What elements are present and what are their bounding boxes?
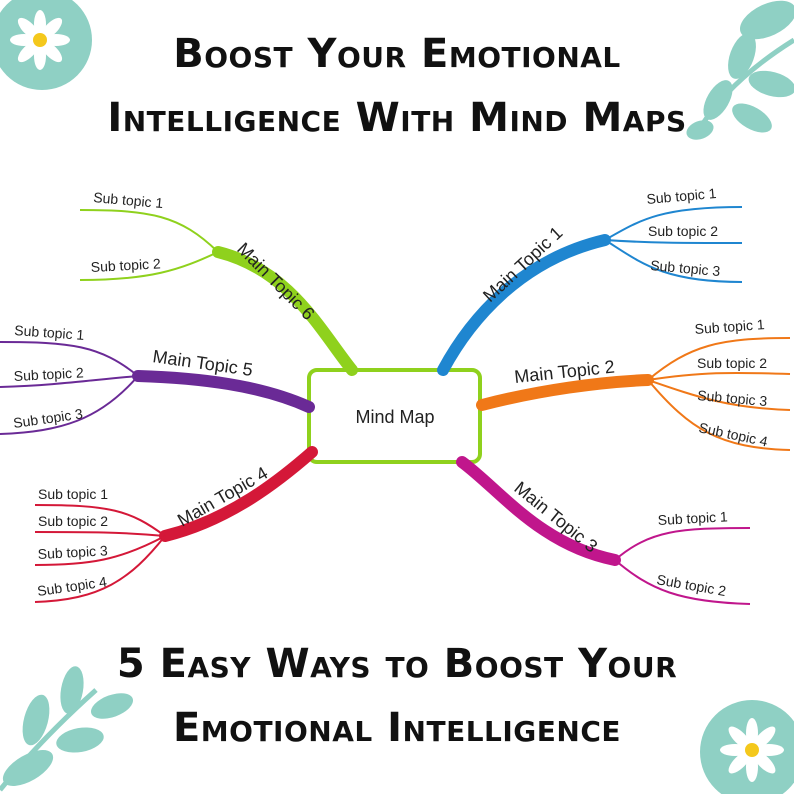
- topic-2-branch: Main Topic 2 Sub topic 1 Sub topic 2 Sub…: [476, 316, 791, 451]
- topic-2-sub-4-line: [647, 379, 791, 451]
- topic-5-sub-1-label: Sub topic 1: [14, 322, 85, 343]
- topic-1-branch-line: [437, 234, 611, 376]
- header-title: Boost Your Emotional Intelligence With M…: [0, 22, 794, 150]
- topic-6-sub-2-line: [79, 251, 219, 281]
- topic-5-sub-3-line: [0, 375, 139, 435]
- header-title-line-1: Boost Your Emotional: [173, 31, 621, 77]
- topic-3-sub-2-label: Sub topic 2: [655, 571, 727, 599]
- leaf-branch-icon-bottom-left: [0, 666, 134, 792]
- topic-5-branch-line: [132, 370, 315, 413]
- topic-4-sub-2-label: Sub topic 2: [38, 513, 108, 529]
- topic-1-branch: Main Topic 1 Sub topic 1 Sub topic 2 Sub…: [437, 185, 743, 376]
- topic-2-sub-3-line: [647, 379, 791, 411]
- topic-5-sub-1-line: [0, 341, 139, 377]
- topic-6-sub-1-label: Sub topic 1: [93, 189, 164, 211]
- topic-4-sub-1-line: [34, 504, 166, 537]
- leaf-branch-icon-top-right: [686, 0, 794, 140]
- footer-title-line-2: Emotional Intelligence: [172, 705, 622, 751]
- topic-3-sub-2-line: [614, 559, 751, 605]
- topic-4-sub-3-label: Sub topic 3: [37, 542, 108, 562]
- topic-4-branch-line: [159, 446, 318, 542]
- topic-6-label: Main Topic 6: [233, 239, 318, 324]
- topic-6-sub-1-line: [79, 209, 219, 253]
- center-node: [307, 368, 482, 464]
- topic-1-sub-1-line: [604, 206, 743, 241]
- topic-3-sub-1-line: [614, 527, 751, 561]
- flower-icon-bottom-right: [700, 700, 794, 794]
- topic-4-sub-1-label: Sub topic 1: [38, 486, 108, 502]
- topic-3-branch-line: [456, 456, 621, 566]
- topic-2-sub-3-label: Sub topic 3: [697, 387, 768, 409]
- topic-2-branch-line: [476, 374, 654, 411]
- center-node-label: Mind Map: [355, 407, 434, 427]
- topic-4-sub-2-line: [34, 531, 166, 537]
- topic-1-sub-3-label: Sub topic 3: [650, 257, 721, 279]
- topic-2-sub-2-line: [647, 371, 791, 381]
- topic-6-sub-2-label: Sub topic 2: [90, 255, 161, 275]
- topic-6-branch-line: [212, 246, 358, 376]
- topic-5-branch: Main Topic 5 Sub topic 1 Sub topic 2 Sub…: [0, 322, 315, 435]
- flower-icon-top-left: [0, 0, 92, 90]
- topic-4-sub-4-line: [34, 535, 166, 603]
- topic-3-branch: Main Topic 3 Sub topic 1 Sub topic 2: [456, 456, 751, 605]
- topic-5-sub-2-label: Sub topic 2: [13, 364, 84, 384]
- header-title-line-2: Intelligence With Mind Maps: [107, 95, 687, 141]
- footer-title-line-1: 5 Easy Ways to Boost Your: [116, 641, 678, 687]
- topic-6-branch: Main Topic 6 Sub topic 1 Sub topic 2: [79, 189, 358, 376]
- topic-1-sub-3-line: [604, 239, 743, 283]
- footer-title: 5 Easy Ways to Boost Your Emotional Inte…: [0, 632, 794, 760]
- topic-5-sub-2-line: [0, 375, 139, 388]
- topic-4-sub-4-label: Sub topic 4: [36, 573, 108, 599]
- topic-1-sub-2-line: [604, 239, 743, 244]
- topic-2-sub-4-label: Sub topic 4: [697, 419, 769, 449]
- topic-5-sub-3-label: Sub topic 3: [12, 405, 84, 431]
- topic-2-sub-1-label: Sub topic 1: [694, 316, 765, 337]
- topic-1-sub-2-label: Sub topic 2: [648, 223, 718, 239]
- topic-2-sub-2-label: Sub topic 2: [697, 355, 767, 371]
- topic-3-sub-1-label: Sub topic 1: [657, 508, 728, 528]
- topic-1-sub-1-label: Sub topic 1: [646, 185, 717, 207]
- topic-2-sub-1-line: [647, 337, 791, 381]
- topic-4-sub-3-line: [34, 535, 166, 566]
- topic-4-branch: Main Topic 4 Sub topic 1 Sub topic 2 Sub…: [34, 446, 318, 603]
